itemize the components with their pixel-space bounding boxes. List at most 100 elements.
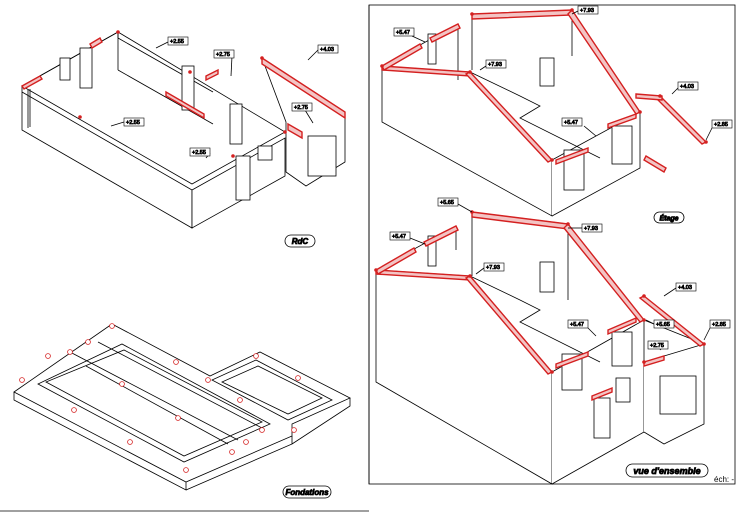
ensemble-nodes bbox=[374, 210, 706, 374]
svg-text:+2.75: +2.75 bbox=[294, 105, 308, 111]
svg-text:+2.55: +2.55 bbox=[192, 150, 206, 156]
etage-level-tag-3: +7.93 bbox=[485, 59, 507, 68]
etage-extension-plate bbox=[635, 93, 663, 101]
svg-text:+2.55: +2.55 bbox=[126, 120, 140, 126]
etage-nodes bbox=[380, 8, 708, 162]
etage-view: +5.47 +7.93 +7.93 +4.03 +5.47 +2.85 Étag… bbox=[380, 5, 733, 224]
etage-plate-left bbox=[381, 43, 423, 71]
svg-text:+2.75: +2.75 bbox=[650, 343, 664, 349]
svg-text:+5.47: +5.47 bbox=[570, 322, 584, 328]
svg-text:+7.93: +7.93 bbox=[584, 226, 598, 232]
ensemble-level-tags: +5.65 +5.47 +7.93 +7.93 +4.03 +5.47 +5.6… bbox=[389, 197, 731, 351]
rdc-door-partition bbox=[229, 103, 243, 145]
ensemble-plate-left bbox=[375, 247, 417, 275]
rdc-level-tag-2: +2.75 bbox=[213, 49, 235, 58]
etage-view-title: Étage bbox=[653, 211, 685, 224]
svg-text:+4.03: +4.03 bbox=[678, 285, 692, 291]
ensemble-window-upper-2 bbox=[611, 331, 633, 367]
etage-beams bbox=[381, 8, 708, 173]
fondations-inner-left-b bbox=[45, 349, 263, 457]
ensemble-rafter-right bbox=[563, 222, 646, 323]
svg-text:+2.55: +2.55 bbox=[170, 39, 184, 45]
etage-plate-back bbox=[429, 23, 461, 43]
etage-floor-edge bbox=[469, 71, 601, 159]
etage-left-wall bbox=[381, 66, 553, 217]
ensemble-lintel-1 bbox=[555, 350, 589, 370]
ensemble-annex-lintel bbox=[643, 355, 665, 367]
ensemble-rafter-diag bbox=[464, 275, 554, 375]
ensemble-level-tag-4: +7.93 bbox=[483, 262, 505, 271]
etage-level-tag-1: +5.47 bbox=[393, 27, 415, 36]
svg-text:+7.93: +7.93 bbox=[488, 62, 502, 68]
svg-text:+2.85: +2.85 bbox=[714, 122, 728, 128]
rdc-beam-5 bbox=[287, 122, 303, 140]
etage-window-front-2 bbox=[611, 125, 633, 165]
ensemble-level-tag-3: +7.93 bbox=[581, 223, 603, 232]
scale-note: éch: - bbox=[714, 475, 734, 484]
etage-window-front-1 bbox=[563, 149, 585, 191]
fondations-view-title: Fondations bbox=[282, 485, 332, 499]
rdc-level-tag-1: +2.55 bbox=[167, 36, 189, 45]
svg-text:+2.85: +2.85 bbox=[712, 322, 726, 328]
etage-level-tag-4: +4.03 bbox=[677, 81, 699, 90]
etage-window-side bbox=[427, 33, 437, 65]
rdc-door-inner bbox=[181, 65, 195, 111]
svg-text:Fondations: Fondations bbox=[285, 488, 329, 497]
rdc-beam-3 bbox=[165, 90, 205, 120]
rdc-level-tag-5: +2.55 bbox=[123, 117, 145, 126]
ensemble-level-tag-2: +5.47 bbox=[389, 231, 411, 240]
svg-text:+7.93: +7.93 bbox=[486, 265, 500, 271]
svg-text:+4.03: +4.03 bbox=[320, 47, 334, 53]
fondations-cross-beam-1 bbox=[85, 365, 229, 445]
ensemble-level-tag-6: +5.47 bbox=[567, 319, 589, 328]
rdc-level-tag-3: +4.03 bbox=[317, 44, 339, 53]
svg-text:+5.65: +5.65 bbox=[440, 200, 454, 206]
rdc-beam-4 bbox=[261, 56, 346, 120]
rdc-level-tag-6: +2.55 bbox=[189, 147, 211, 156]
ensemble-level-tag-9: +2.85 bbox=[709, 319, 731, 328]
ensemble-annex-opening bbox=[659, 375, 697, 415]
ensemble-left-facade bbox=[375, 270, 553, 485]
svg-text:+4.03: +4.03 bbox=[680, 84, 694, 90]
rdc-beam-6 bbox=[205, 68, 219, 82]
etage-level-tags: +5.47 +7.93 +7.93 +4.03 +5.47 +2.85 bbox=[393, 5, 733, 141]
rdc-level-tags: +2.55 +2.75 +4.03 +2.75 +2.55 +2.55 bbox=[110, 36, 339, 159]
svg-text:+5.47: +5.47 bbox=[392, 234, 406, 240]
rdc-extension-opening bbox=[307, 135, 337, 177]
rdc-back-wall bbox=[117, 32, 214, 125]
rdc-beams bbox=[20, 37, 346, 140]
svg-text:vue d'ensemble: vue d'ensemble bbox=[633, 466, 700, 476]
rdc-beam-2 bbox=[89, 37, 103, 49]
rdc-wall-thickness bbox=[27, 89, 31, 128]
rdc-nodes bbox=[78, 30, 287, 158]
svg-text:+5.47: +5.47 bbox=[396, 30, 410, 36]
ensemble-window-side bbox=[427, 235, 437, 267]
ensemble-level-tag-8: +2.75 bbox=[647, 340, 669, 349]
ensemble-lintel-3 bbox=[591, 386, 613, 402]
rdc-front-window bbox=[257, 145, 273, 161]
fondations-cross-beam-2 bbox=[69, 341, 263, 441]
rdc-front-door bbox=[235, 155, 251, 201]
fondations-footing-depth bbox=[13, 392, 351, 491]
fondations-annex-inner bbox=[221, 365, 323, 415]
etage-lintel-1 bbox=[555, 146, 589, 166]
ensemble-level-tag-5: +4.03 bbox=[675, 282, 697, 291]
svg-text:+2.75: +2.75 bbox=[216, 52, 230, 58]
svg-text:Étage: Étage bbox=[659, 214, 678, 223]
rdc-door-back bbox=[79, 47, 93, 89]
ensemble-view: +5.65 +5.47 +7.93 +7.93 +4.03 +5.47 +5.6… bbox=[374, 197, 731, 485]
fondations-outer-footing bbox=[13, 323, 351, 483]
ensemble-window-lower bbox=[615, 377, 631, 403]
ensemble-window-back bbox=[539, 261, 555, 293]
rdc-window-back bbox=[59, 57, 71, 81]
svg-text:+5.47: +5.47 bbox=[564, 120, 578, 126]
etage-extension-rafter bbox=[654, 95, 708, 145]
ensemble-plate-back bbox=[423, 225, 459, 247]
rdc-level-tag-4: +2.75 bbox=[291, 102, 313, 111]
etage-level-tag-5: +5.47 bbox=[561, 117, 583, 126]
etage-rafter-diag bbox=[464, 71, 554, 163]
rdc-view: +2.55 +2.75 +4.03 +2.75 +2.55 +2.55 RdC bbox=[20, 30, 346, 248]
ensemble-floor-edge bbox=[469, 275, 601, 363]
etage-level-tag-6: +2.85 bbox=[711, 119, 733, 128]
